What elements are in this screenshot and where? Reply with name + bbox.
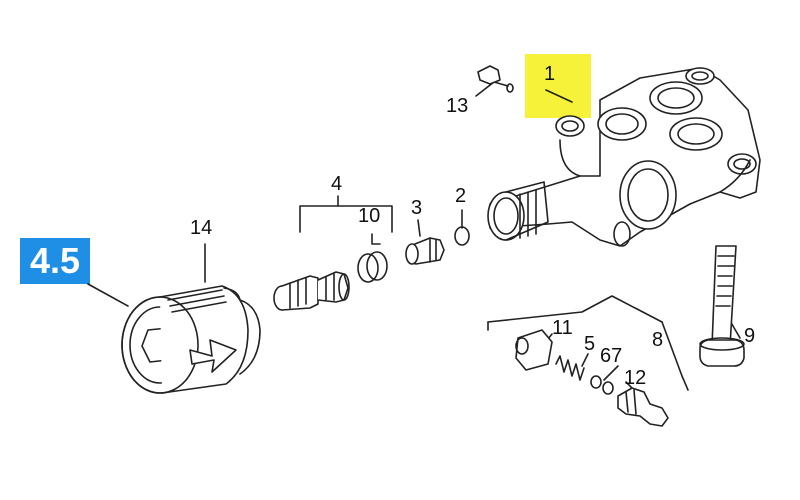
part-14-cap-nut bbox=[121, 285, 261, 394]
callout-3[interactable]: 3 bbox=[411, 197, 423, 219]
leader-3 bbox=[417, 219, 421, 237]
callout-8[interactable]: 8 bbox=[652, 329, 664, 351]
callout-11[interactable]: 11 bbox=[552, 317, 573, 339]
callout-9[interactable]: 9 bbox=[744, 325, 756, 347]
part-9-bolt bbox=[699, 245, 745, 367]
part-3-valve bbox=[405, 237, 445, 265]
bracket-8-top bbox=[487, 295, 663, 323]
part-6-o-ring bbox=[590, 375, 602, 389]
callout-10[interactable]: 10 bbox=[358, 205, 381, 227]
leader-5 bbox=[581, 353, 589, 367]
part-11-sleeve bbox=[515, 329, 553, 371]
part-13-plug bbox=[477, 65, 514, 93]
leader-67 bbox=[603, 365, 619, 381]
bracket-8-right bbox=[661, 321, 689, 391]
callout-5[interactable]: 5 bbox=[584, 333, 596, 355]
part-7-o-ring bbox=[602, 381, 614, 395]
part-12-valve bbox=[617, 387, 669, 427]
callout-13[interactable]: 13 bbox=[446, 95, 469, 117]
part-10-o-rings bbox=[357, 251, 388, 283]
highlight-part-1 bbox=[525, 54, 591, 118]
part-2-o-ring bbox=[454, 226, 470, 246]
callout-1[interactable]: 1 bbox=[544, 63, 556, 85]
part-4-valve-insert bbox=[273, 271, 350, 311]
leader-1 bbox=[545, 89, 573, 103]
leader-13 bbox=[475, 81, 509, 97]
bracket-4 bbox=[299, 205, 393, 233]
leader-4-5 bbox=[87, 283, 129, 307]
callout-4[interactable]: 4 bbox=[331, 173, 343, 195]
part-5-spring bbox=[555, 355, 585, 381]
callout-14[interactable]: 14 bbox=[190, 217, 213, 239]
leader-10 bbox=[371, 233, 381, 245]
part-1-pump-head bbox=[487, 67, 761, 247]
callout-2[interactable]: 2 bbox=[455, 185, 467, 207]
callout-67[interactable]: 67 bbox=[600, 345, 623, 367]
callout-12[interactable]: 12 bbox=[624, 367, 647, 389]
group-badge[interactable]: 4.5 bbox=[20, 238, 90, 284]
